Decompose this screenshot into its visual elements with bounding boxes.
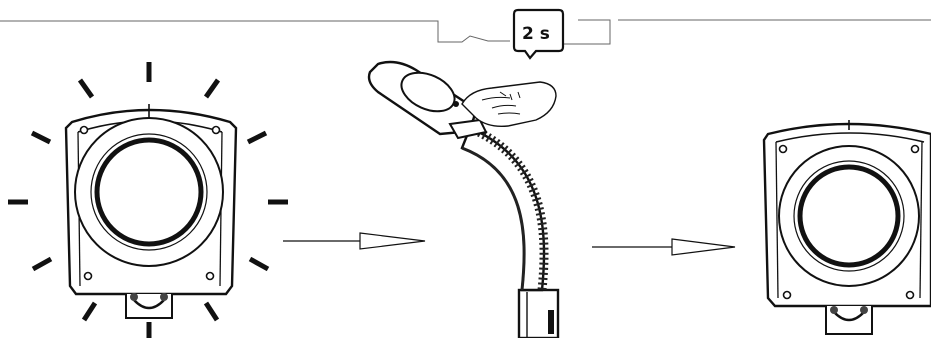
top-rule-right (560, 19, 931, 45)
power-switch (453, 101, 459, 107)
screw (905, 290, 915, 300)
screw (910, 144, 920, 154)
top-rule-left (0, 20, 510, 43)
screw (211, 125, 221, 135)
press-switch (367, 60, 560, 338)
lamp-lit (8, 62, 288, 338)
timer-label: 2 s (522, 24, 550, 44)
mount-bracket (125, 294, 173, 319)
screw (205, 271, 215, 281)
screw (782, 290, 792, 300)
gooseneck (460, 123, 549, 292)
lamp-housing (64, 104, 238, 319)
lamp-off (762, 120, 931, 335)
screw (79, 125, 89, 135)
hand (461, 81, 557, 128)
light-rays (8, 62, 288, 338)
lens (797, 164, 901, 268)
lamp-head (367, 60, 488, 140)
arrow-right (592, 238, 736, 256)
screw (778, 144, 788, 154)
screw (83, 271, 93, 281)
timer-bubble: 2 s (512, 8, 565, 60)
lamp-pole (517, 288, 560, 338)
arrow-right (283, 232, 426, 250)
timer-callout (0, 19, 931, 45)
lens (94, 137, 204, 247)
